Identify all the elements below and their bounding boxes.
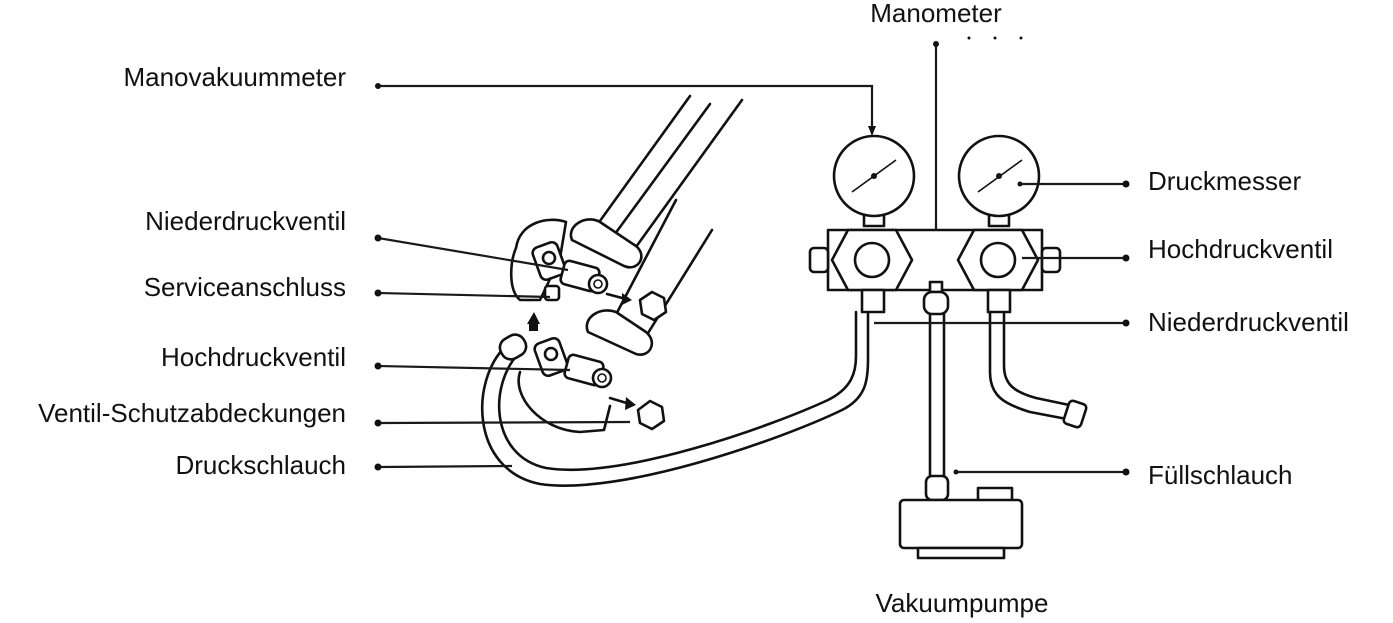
hose-end-fitting	[1062, 399, 1088, 429]
label-hochdruckventil-left: Hochdruckventil	[161, 342, 346, 372]
vacuum-pump-body	[898, 498, 1024, 550]
label-druckmesser: Druckmesser	[1148, 166, 1301, 196]
label-serviceanschluss: Serviceanschluss	[144, 272, 346, 302]
label-hochdruckventil-right: Hochdruckventil	[1148, 234, 1333, 264]
low-side-fitting	[860, 288, 886, 314]
low-pressure-service-valve	[531, 240, 609, 302]
right-hose	[988, 310, 1088, 429]
center-port	[922, 290, 950, 316]
lower-pipe-fitting	[585, 309, 654, 356]
labels: Manometer Manovakuummeter Druckmesser Ni…	[38, 0, 1349, 618]
label-druckschlauch: Druckschlauch	[175, 450, 346, 480]
arrow-right-icon-upper	[622, 293, 632, 305]
arrow-right-icon-lower	[625, 397, 636, 410]
druckmesser-gauge	[957, 134, 1041, 228]
vacuum-pump	[898, 486, 1024, 560]
label-niederdruckventil-left: Niederdruckventil	[145, 206, 346, 236]
valve-cap-upper	[638, 290, 668, 322]
hose-connector-left	[498, 333, 528, 361]
high-side-fitting	[986, 288, 1012, 314]
outdoor-unit-valves	[509, 94, 744, 434]
high-pressure-service-valve	[533, 336, 613, 389]
pressure-hose	[480, 310, 870, 487]
label-vakuumpumpe: Vakuumpumpe	[876, 588, 1049, 618]
label-fuellschlauch: Füllschlauch	[1148, 460, 1293, 490]
right-knob	[1040, 246, 1062, 274]
valve-cap-lower	[636, 399, 666, 431]
label-niederdruckventil-right: Niederdruckventil	[1148, 307, 1349, 337]
upper-pipe-fitting	[569, 218, 643, 269]
charging-hose-fitting	[924, 474, 950, 502]
label-ventil-schutzabdeckungen: Ventil-Schutzabdeckungen	[38, 398, 346, 428]
left-knob	[808, 246, 830, 274]
manovakuummeter-gauge	[832, 134, 916, 228]
label-manovakuummeter: Manovakuummeter	[123, 62, 346, 92]
label-manometer: Manometer	[870, 0, 1002, 28]
pipe-highlight	[610, 102, 712, 240]
manifold	[808, 134, 1062, 502]
arrow-up-icon	[527, 312, 540, 324]
leader-lines	[374, 36, 1130, 476]
